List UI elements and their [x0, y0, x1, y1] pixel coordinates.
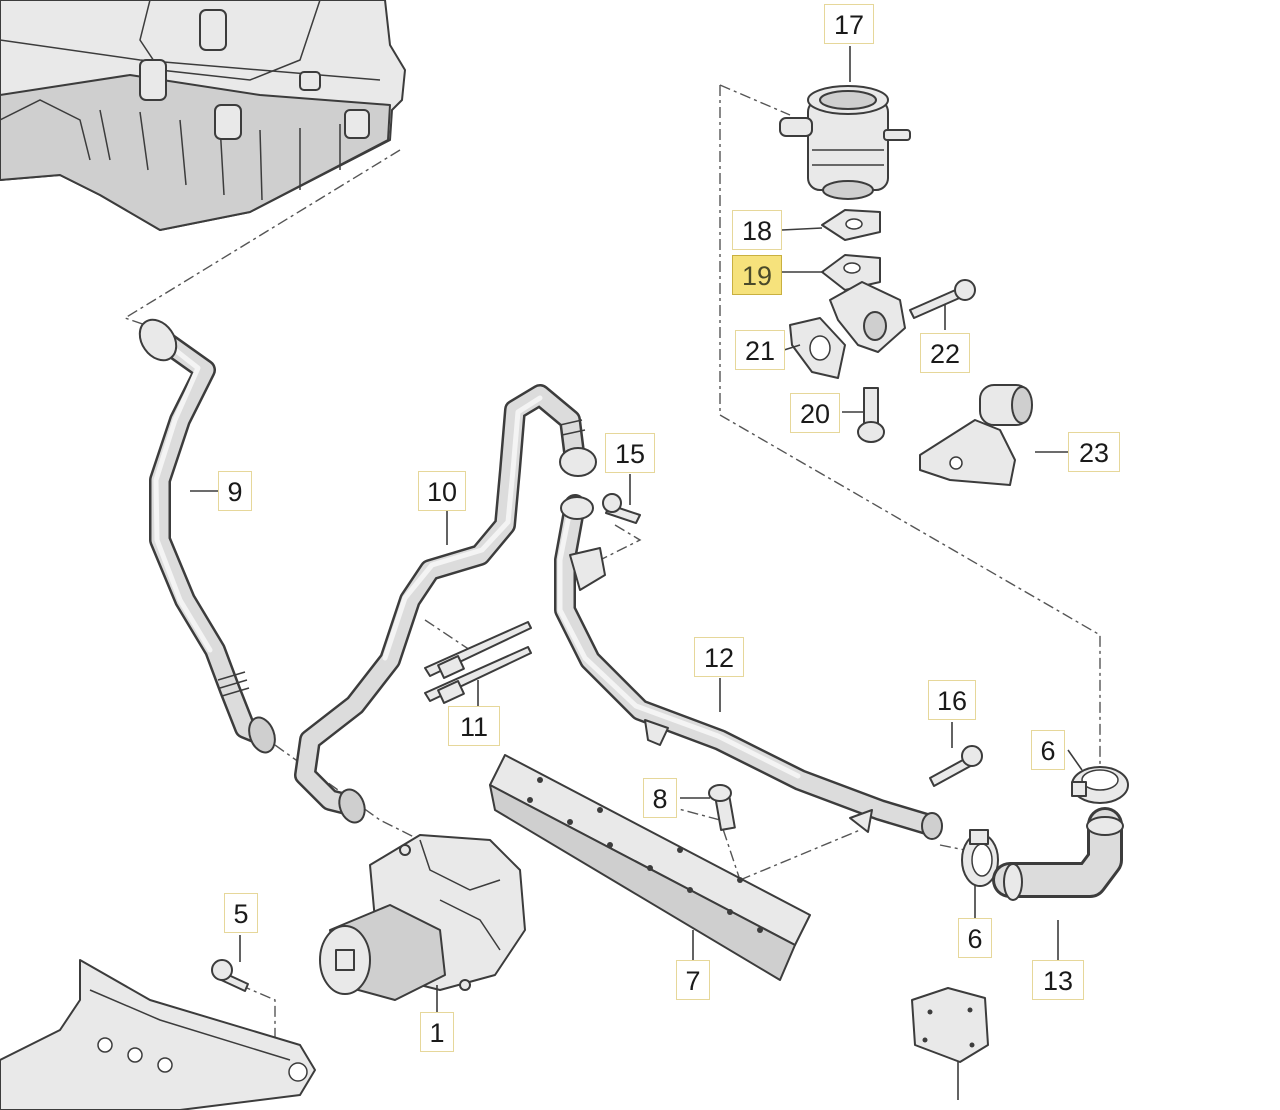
callout-8[interactable]: 8 [643, 778, 677, 818]
air-filter-housing [0, 0, 406, 231]
callout-9[interactable]: 9 [218, 471, 252, 511]
callout-13[interactable]: 13 [1032, 960, 1084, 1000]
air-pump-1 [319, 834, 526, 1001]
callout-18[interactable]: 18 [732, 210, 782, 250]
bolt-22 [909, 279, 976, 319]
callout-1[interactable]: 1 [420, 1012, 454, 1052]
heat-shield-7 [489, 754, 811, 981]
bolt-15 [602, 493, 641, 524]
gasket-21 [789, 317, 846, 379]
callout-7[interactable]: 7 [676, 960, 710, 1000]
callout-19[interactable]: 19 [732, 255, 782, 295]
cover-plate [911, 987, 989, 1063]
bolt-8 [708, 784, 736, 831]
bracket-23 [919, 384, 1033, 486]
clamp-6-upper [1071, 766, 1129, 804]
bolt-20 [857, 387, 885, 443]
valve-17 [779, 85, 911, 200]
pipe-12 [554, 494, 943, 840]
callout-21[interactable]: 21 [735, 330, 785, 370]
callout-16[interactable]: 16 [928, 680, 976, 720]
mounting-bracket [0, 959, 316, 1110]
bolt-16 [929, 745, 983, 787]
flange-body [829, 281, 906, 353]
bolt-5 [211, 959, 249, 992]
callout-17[interactable]: 17 [824, 4, 874, 44]
gasket-18 [821, 209, 881, 241]
callout-11[interactable]: 11 [448, 706, 500, 746]
callout-6-lower[interactable]: 6 [958, 918, 992, 958]
callout-20[interactable]: 20 [790, 393, 840, 433]
callout-23[interactable]: 23 [1068, 432, 1120, 472]
hose-10 [294, 384, 597, 824]
assembly-lines [123, 84, 1101, 1040]
hose-9 [138, 318, 276, 754]
callout-5[interactable]: 5 [224, 893, 258, 933]
hose-13 [992, 807, 1124, 901]
cable-ties-11 [424, 621, 532, 704]
callout-6-upper[interactable]: 6 [1031, 730, 1065, 770]
callout-10[interactable]: 10 [418, 471, 466, 511]
clamp-6-lower [961, 829, 999, 887]
callout-22[interactable]: 22 [920, 333, 970, 373]
callout-15[interactable]: 15 [605, 433, 655, 473]
callout-12[interactable]: 12 [694, 637, 744, 677]
gasket-19 [821, 254, 881, 291]
